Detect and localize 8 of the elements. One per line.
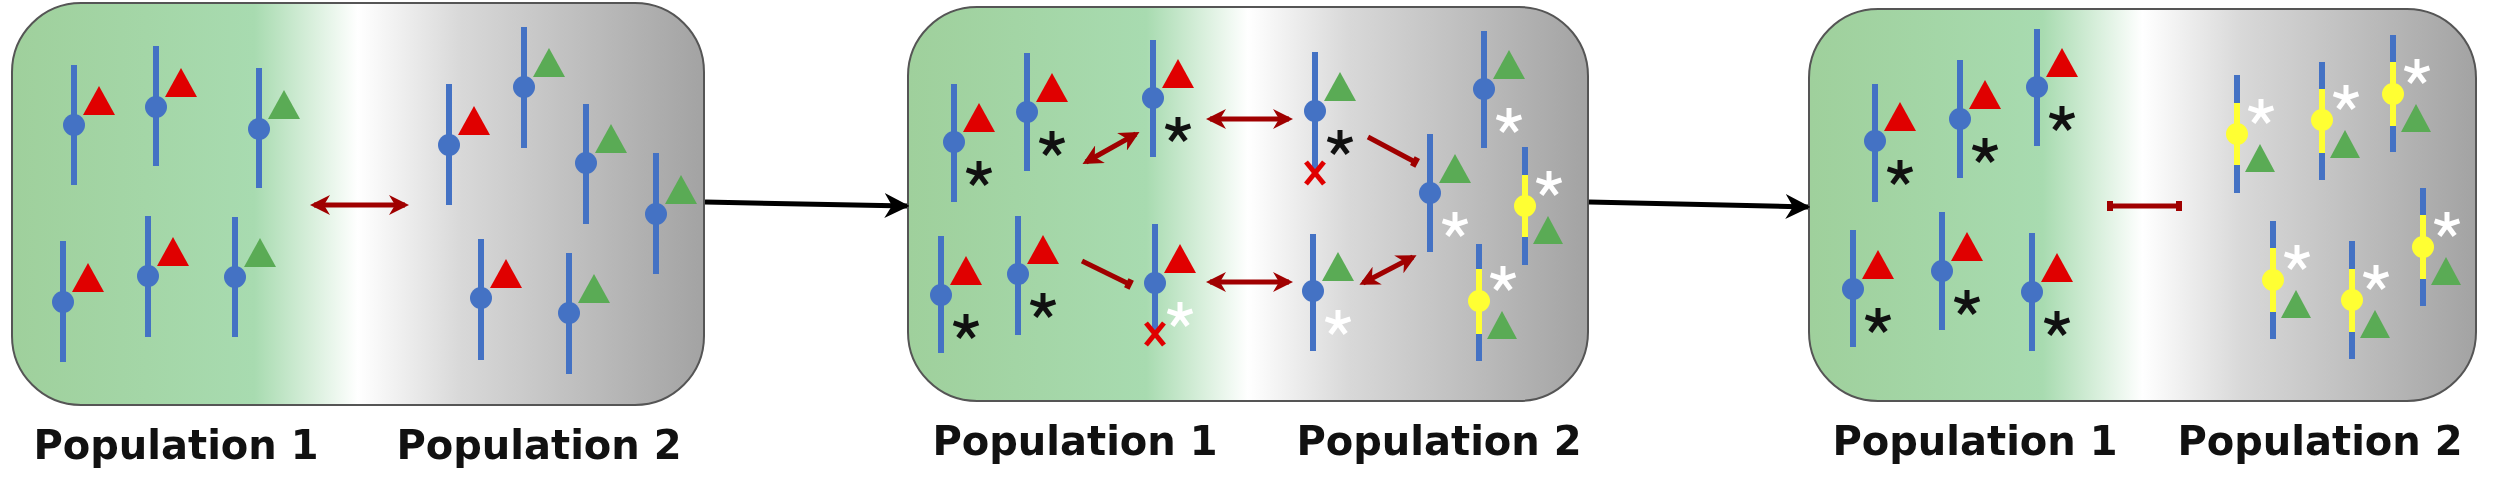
arrow	[1588, 194, 1811, 219]
population-label: Population 2	[2177, 418, 2463, 464]
arrow	[704, 193, 910, 219]
population-label: Population 1	[932, 418, 1218, 464]
population-label: Population 2	[396, 422, 682, 468]
population-label: Population 2	[1296, 418, 1582, 464]
population-label: Population 1	[1832, 418, 2118, 464]
population-label: Population 1	[33, 422, 319, 468]
